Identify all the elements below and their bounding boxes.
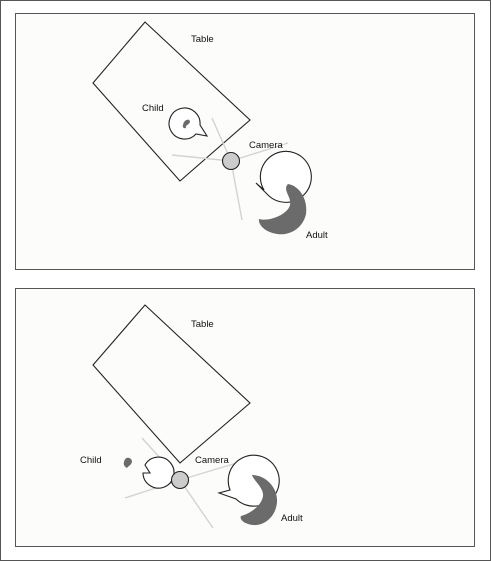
panel-2-table xyxy=(92,304,251,464)
panel-1-adult-hair xyxy=(258,184,307,235)
panel-1-camera xyxy=(221,151,241,171)
panel-1-camera-label: Camera xyxy=(249,140,284,151)
panel-1-adult-head xyxy=(255,150,312,235)
panel-2: Table Child Camera Adult xyxy=(15,288,475,547)
panel-2-frame xyxy=(15,288,475,547)
panel-2-adult-head xyxy=(217,454,280,526)
panel-1-frame xyxy=(15,13,475,270)
panel-2-table-label: Table xyxy=(191,319,214,330)
panel-2-child-head-outline xyxy=(142,456,175,489)
panel-1-child-hair xyxy=(182,119,190,129)
panel-2-child-hair xyxy=(123,457,132,468)
panel-1-table-label: Table xyxy=(191,34,214,45)
panel-1-table xyxy=(92,21,251,182)
panel-2-camera xyxy=(170,470,190,490)
panel-2-child-label: Child xyxy=(80,455,102,466)
panel-1: Table Child Camera Adult xyxy=(15,13,475,270)
panel-2-adult-hair xyxy=(240,475,278,526)
panel-2-adult-label: Adult xyxy=(281,513,303,524)
panel-1-child-label: Child xyxy=(142,103,164,114)
panel-1-child-head xyxy=(168,107,209,140)
panel-2-camera-label: Camera xyxy=(195,455,230,466)
panel-1-adult-label: Adult xyxy=(306,230,328,241)
